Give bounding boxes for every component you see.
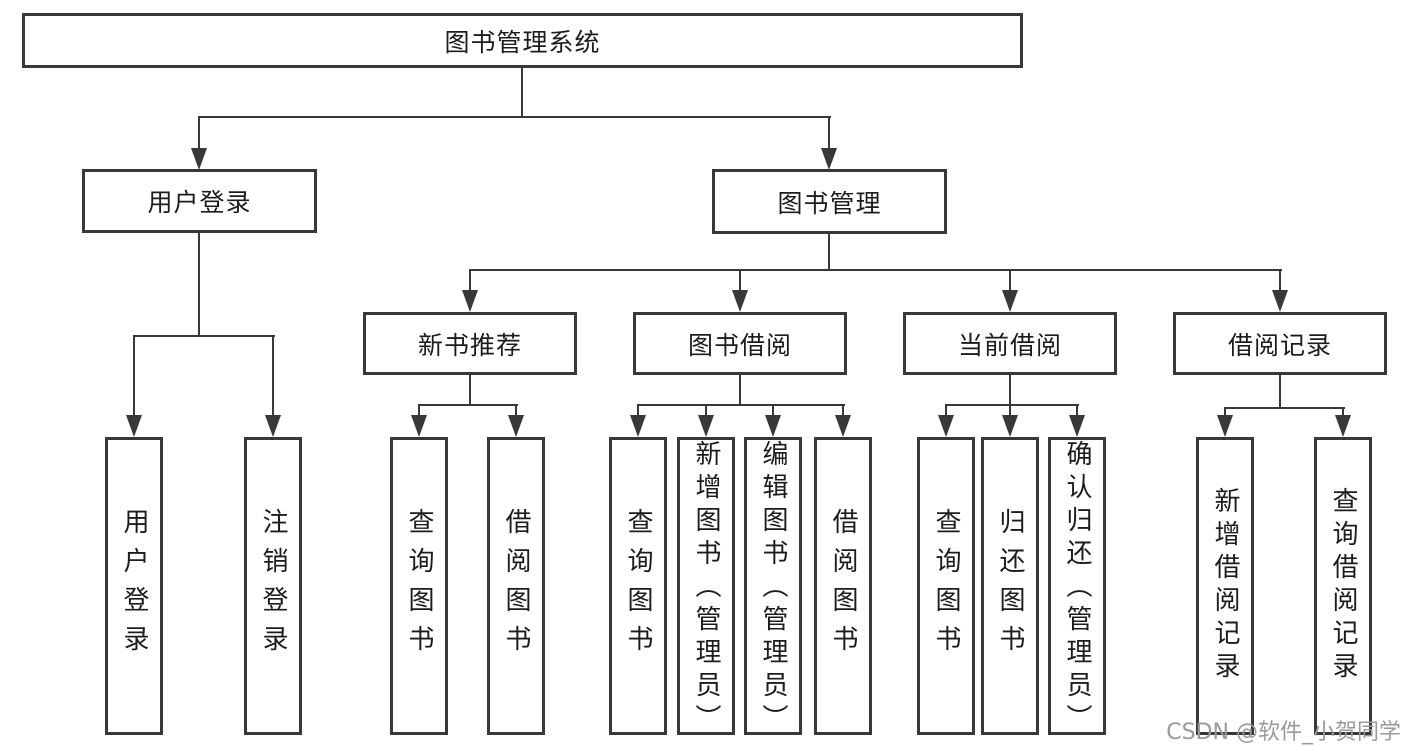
arrow-down-icon	[1217, 415, 1233, 437]
node-borrow-books: 借阅图书	[487, 437, 545, 735]
connector-current-drop	[1009, 269, 1011, 293]
connector-leaf-drop	[418, 404, 420, 418]
connector-leaf-drop	[637, 404, 639, 418]
node-label: 图书管理系统	[444, 27, 601, 57]
node-label: 当前借阅	[957, 330, 1062, 360]
connector-leaf-drop	[842, 404, 844, 418]
node-user-login: 用户登录	[105, 437, 163, 735]
connector-leaf-drop	[1009, 404, 1011, 418]
arrow-down-icon	[126, 415, 142, 437]
connector-login-drop	[133, 335, 135, 419]
connector-newbook-bar	[418, 404, 518, 406]
node-current-borrowing: 当前借阅	[903, 312, 1117, 375]
connector-leaf-drop	[945, 404, 947, 418]
connector-userlogin-stem	[198, 231, 200, 337]
node-user-login-group: 用户登录	[82, 169, 317, 233]
node-label: 归还图书	[995, 508, 1025, 664]
node-borrowing-records: 借阅记录	[1173, 312, 1387, 375]
node-label: 用户登录	[119, 508, 149, 664]
node-borrow-books: 借阅图书	[814, 437, 872, 735]
connector-leaf-drop	[1076, 404, 1078, 418]
arrow-down-icon	[1002, 290, 1018, 312]
arrow-down-icon	[191, 148, 207, 170]
node-label: 图书管理	[777, 188, 882, 218]
connector-root-stem	[521, 66, 523, 118]
node-label: 注销登录	[258, 508, 288, 664]
node-label: 新增图书（管理员）	[691, 440, 721, 737]
node-label: 图书借阅	[687, 330, 792, 360]
node-label: 借阅记录	[1227, 330, 1332, 360]
connector-leaf-drop	[772, 404, 774, 418]
node-label: 查询图书	[931, 508, 961, 664]
node-new-book-recommend: 新书推荐	[363, 312, 577, 375]
connector-current-stem	[1009, 373, 1011, 406]
node-label: 编辑图书（管理员）	[758, 440, 788, 737]
node-return-books: 归还图书	[981, 437, 1039, 735]
node-query-books: 查询图书	[917, 437, 975, 735]
connector-records-drop	[1279, 269, 1281, 293]
connector-leaf-drop	[515, 404, 517, 418]
connector-newbook-stem	[469, 373, 471, 406]
node-query-borrow-record: 查询借阅记录	[1314, 437, 1372, 735]
arrow-down-icon	[265, 415, 281, 437]
arrow-down-icon	[411, 415, 427, 437]
node-label: 新书推荐	[417, 330, 522, 360]
node-label: 用户登录	[147, 188, 252, 217]
arrow-down-icon	[462, 290, 478, 312]
connector-records-stem	[1279, 373, 1281, 409]
node-label: 查询图书	[623, 508, 653, 664]
connector-logout-drop	[272, 335, 274, 419]
node-label: 新增借阅记录	[1210, 487, 1240, 685]
arrow-down-icon	[1069, 415, 1085, 437]
node-book-management: 图书管理	[712, 169, 947, 234]
node-confirm-return-admin: 确认归还（管理员）	[1048, 437, 1106, 737]
node-label: 查询图书	[404, 508, 434, 664]
connector-leaf-drop	[705, 404, 707, 418]
connector-bookmgmt-bar	[469, 269, 1282, 271]
node-edit-book-admin: 编辑图书（管理员）	[744, 437, 802, 737]
arrow-down-icon	[938, 415, 954, 437]
node-library-system: 图书管理系统	[22, 13, 1023, 68]
node-add-borrow-record: 新增借阅记录	[1196, 437, 1254, 735]
connector-userlogin-drop	[198, 116, 200, 152]
arrow-down-icon	[765, 415, 781, 437]
connector-root-bar	[198, 116, 831, 118]
arrow-down-icon	[698, 415, 714, 437]
arrow-down-icon	[821, 148, 837, 170]
arrow-down-icon	[1002, 415, 1018, 437]
connector-bookmgmt-stem	[828, 232, 830, 271]
connector-userlogin-bar	[133, 335, 275, 337]
connector-current-bar	[945, 404, 1079, 406]
node-label: 借阅图书	[501, 508, 531, 664]
connector-newbook-drop	[469, 269, 471, 293]
node-add-book-admin: 新增图书（管理员）	[677, 437, 735, 737]
connector-borrow-stem	[739, 373, 741, 406]
arrow-down-icon	[1272, 290, 1288, 312]
arrow-down-icon	[1335, 415, 1351, 437]
connector-leaf-drop	[1224, 407, 1226, 419]
node-logout: 注销登录	[244, 437, 302, 735]
connector-leaf-drop	[1342, 407, 1344, 419]
arrow-down-icon	[732, 290, 748, 312]
csdn-watermark: CSDN @软件_小贺同学	[1166, 720, 1401, 745]
connector-bookmgmt-drop	[828, 116, 830, 152]
connector-records-bar	[1224, 407, 1345, 409]
node-label: 借阅图书	[828, 508, 858, 664]
arrow-down-icon	[835, 415, 851, 437]
node-query-books: 查询图书	[609, 437, 667, 735]
connector-borrow-bar	[637, 404, 845, 406]
arrow-down-icon	[630, 415, 646, 437]
connector-borrow-drop	[739, 269, 741, 293]
node-label: 查询借阅记录	[1328, 487, 1358, 685]
arrow-down-icon	[508, 415, 524, 437]
node-query-books: 查询图书	[390, 437, 448, 735]
node-label: 确认归还（管理员）	[1062, 440, 1092, 737]
node-book-borrowing: 图书借阅	[633, 312, 847, 375]
